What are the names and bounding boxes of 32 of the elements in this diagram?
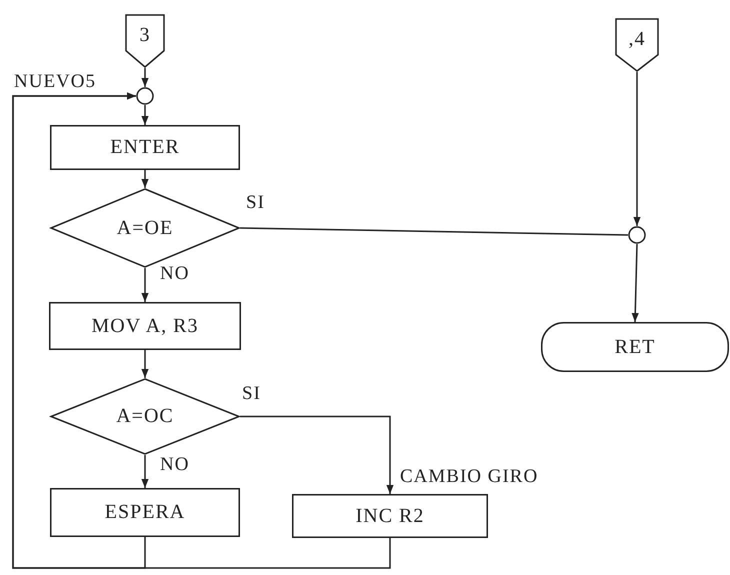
process-text: INC R2: [356, 504, 424, 528]
process-box: [292, 494, 488, 538]
process-box: [50, 488, 240, 537]
decision-diamond: [50, 188, 240, 268]
connector-arrow: [632, 244, 639, 322]
decision-diamond: [50, 378, 240, 455]
decision-text: A=OE: [116, 216, 174, 240]
process-text: MOV A, R3: [92, 314, 198, 338]
connector-arrow: [141, 350, 149, 378]
note-text: CAMBIO GIRO: [399, 467, 540, 488]
connector-arrow: [633, 72, 641, 226]
offpage-connector: [615, 18, 659, 72]
terminal-box: [541, 322, 729, 372]
connector-arrow: [12, 92, 391, 569]
process-box: [49, 302, 241, 350]
connector-arrow: [141, 268, 149, 302]
process-text: ENTER: [110, 136, 180, 159]
connector-arrow: [141, 68, 149, 87]
offpage-connector: [125, 14, 165, 68]
decision-text: A=OC: [116, 405, 174, 428]
process-box: [50, 125, 240, 170]
connector-arrow: [141, 455, 149, 488]
connector-arrow: [141, 170, 149, 188]
terminal-text: RET: [614, 336, 656, 358]
connector-number: ,4: [628, 28, 646, 50]
junction-circle: [136, 87, 154, 105]
loop-label: NUEVO5: [13, 72, 97, 93]
junction-circle: [628, 226, 646, 244]
connector-number: 3: [140, 24, 150, 46]
process-text: ESPERA: [104, 501, 186, 524]
connector-arrow: [240, 416, 394, 494]
connector-arrow: [141, 105, 149, 125]
